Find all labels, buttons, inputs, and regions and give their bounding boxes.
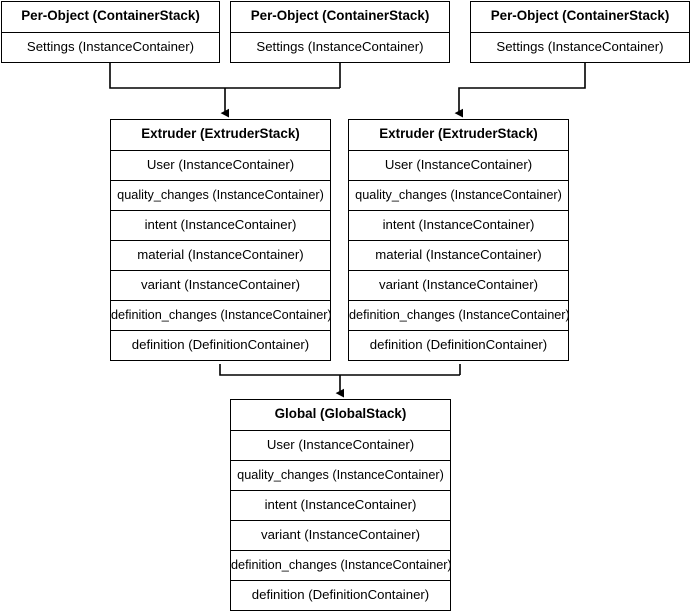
edge-per-object-3-to-extruder-2 [454, 61, 586, 118]
node-per-object-3-header: Per-Object (ContainerStack) [471, 2, 689, 32]
node-extruder-1-row-intent: intent (InstanceContainer) [111, 210, 330, 240]
node-global-row-definition-changes: definition_changes (InstanceContainer) [231, 550, 450, 580]
node-extruder-2-header: Extruder (ExtruderStack) [349, 120, 568, 150]
node-extruder-2-row-variant: variant (InstanceContainer) [349, 270, 568, 300]
node-extruder-1-row-variant: variant (InstanceContainer) [111, 270, 330, 300]
node-extruder-1-row-quality-changes: quality_changes (InstanceContainer) [111, 180, 330, 210]
node-extruder-1-row-material: material (InstanceContainer) [111, 240, 330, 270]
node-extruder-2-row-definition: definition (DefinitionContainer) [349, 330, 568, 360]
node-per-object-1[interactable]: Per-Object (ContainerStack) Settings (In… [1, 1, 220, 63]
node-extruder-1-header: Extruder (ExtruderStack) [111, 120, 330, 150]
edge-per-object-1-to-extruder-1 [109, 61, 340, 89]
node-extruder-2-row-definition-changes: definition_changes (InstanceContainer) [349, 300, 568, 330]
node-extruder-2-row-material: material (InstanceContainer) [349, 240, 568, 270]
node-per-object-1-header: Per-Object (ContainerStack) [2, 2, 219, 32]
node-per-object-3-row-settings: Settings (InstanceContainer) [471, 32, 689, 62]
node-extruder-1-row-definition: definition (DefinitionContainer) [111, 330, 330, 360]
node-per-object-2-row-settings: Settings (InstanceContainer) [231, 32, 449, 62]
node-extruder-1[interactable]: Extruder (ExtruderStack) User (InstanceC… [110, 119, 331, 361]
node-per-object-2-header: Per-Object (ContainerStack) [231, 2, 449, 32]
node-global-row-quality-changes: quality_changes (InstanceContainer) [231, 460, 450, 490]
node-extruder-1-row-user: User (InstanceContainer) [111, 150, 330, 180]
node-extruder-2[interactable]: Extruder (ExtruderStack) User (InstanceC… [348, 119, 569, 361]
node-global-header: Global (GlobalStack) [231, 400, 450, 430]
node-global-row-intent: intent (InstanceContainer) [231, 490, 450, 520]
node-extruder-2-row-user: User (InstanceContainer) [349, 150, 568, 180]
node-per-object-1-row-settings: Settings (InstanceContainer) [2, 32, 219, 62]
node-extruder-2-row-intent: intent (InstanceContainer) [349, 210, 568, 240]
node-global-stack[interactable]: Global (GlobalStack) User (InstanceConta… [230, 399, 451, 611]
node-global-row-user: User (InstanceContainer) [231, 430, 450, 460]
node-per-object-2[interactable]: Per-Object (ContainerStack) Settings (In… [230, 1, 450, 63]
node-extruder-2-row-quality-changes: quality_changes (InstanceContainer) [349, 180, 568, 210]
node-global-row-variant: variant (InstanceContainer) [231, 520, 450, 550]
node-per-object-3[interactable]: Per-Object (ContainerStack) Settings (In… [470, 1, 690, 63]
node-extruder-1-row-definition-changes: definition_changes (InstanceContainer) [111, 300, 330, 330]
node-global-row-definition: definition (DefinitionContainer) [231, 580, 450, 610]
edge-extruder-1-to-global [219, 364, 460, 376]
